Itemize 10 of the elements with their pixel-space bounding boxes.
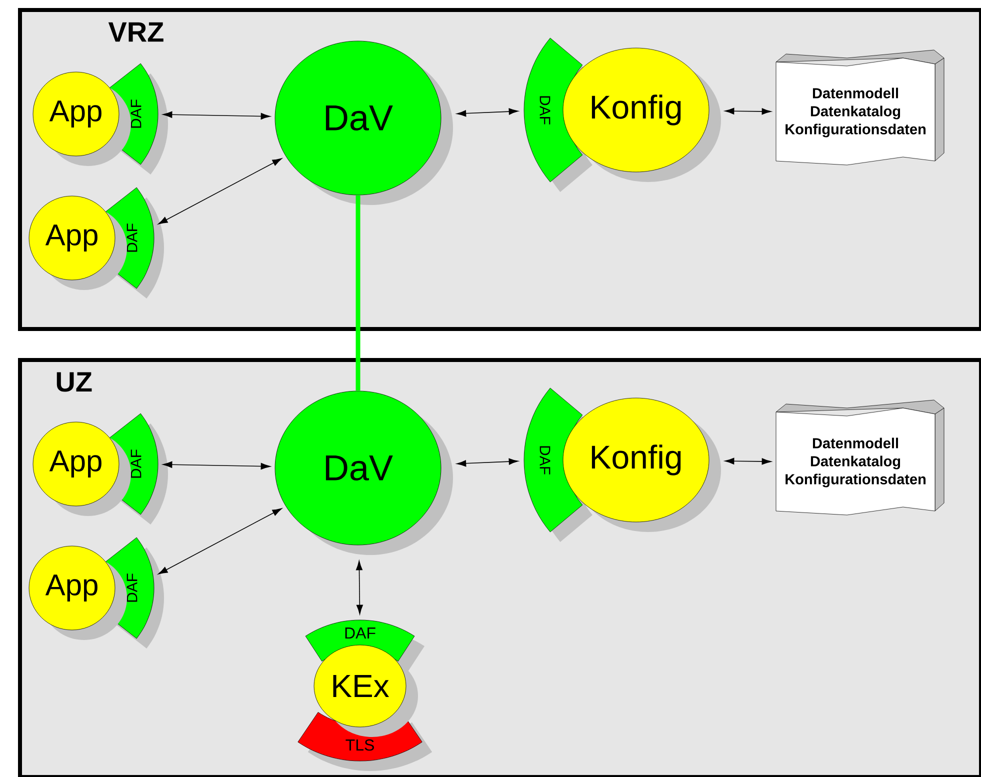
- connector-line: [356, 195, 360, 391]
- arrow: [158, 158, 282, 224]
- arrow: [724, 108, 772, 115]
- arrow: [356, 560, 363, 614]
- arrow: [456, 108, 518, 117]
- arrow: [158, 508, 282, 574]
- arrow: [162, 111, 270, 120]
- arrow: [456, 458, 518, 467]
- arrow: [162, 461, 270, 470]
- arrow: [724, 458, 772, 465]
